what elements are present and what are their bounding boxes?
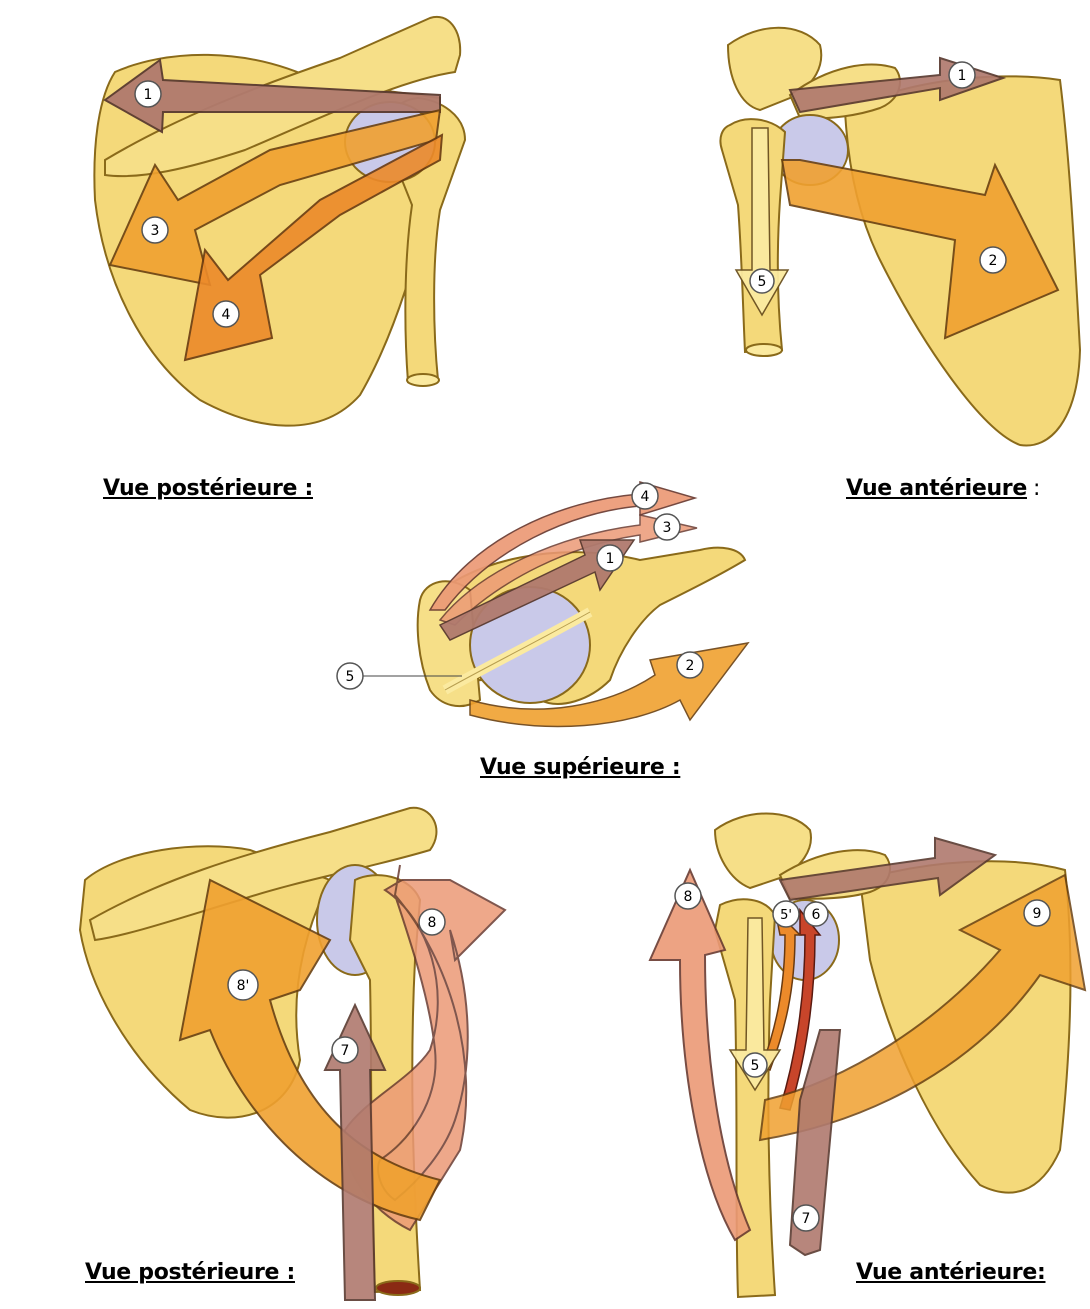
svg-text:6: 6: [812, 907, 821, 923]
marker-8-prime: 8': [228, 970, 258, 1000]
posterior-view-top: 1 3 4: [94, 17, 465, 426]
svg-text:8: 8: [684, 889, 693, 905]
caption-posterior-view-bottom: Vue postérieure :: [85, 1260, 295, 1285]
humeral-shaft-end: [407, 374, 439, 386]
marker-3: 3: [142, 217, 168, 243]
humerus: [715, 899, 775, 1297]
svg-text:2: 2: [686, 658, 695, 674]
marker-1: 1: [949, 62, 975, 88]
caption-anterior-view-bottom: Vue antérieure:: [856, 1260, 1045, 1285]
marker-7: 7: [793, 1205, 819, 1231]
marker-2: 2: [980, 247, 1006, 273]
humeral-shaft-end: [376, 1281, 420, 1295]
svg-text:4: 4: [641, 489, 650, 505]
svg-text:5: 5: [751, 1058, 760, 1074]
marker-2: 2: [677, 652, 703, 678]
marker-5: 5: [337, 663, 363, 689]
svg-text:5: 5: [346, 669, 355, 685]
marker-1: 1: [135, 81, 161, 107]
svg-text:8': 8': [237, 978, 250, 994]
marker-1: 1: [597, 545, 623, 571]
marker-8: 8: [419, 909, 445, 935]
caption-anterior-view-top: Vue antérieure:: [846, 476, 1040, 501]
posterior-view-bottom: 8 8' 7: [80, 808, 505, 1300]
marker-8: 8: [675, 883, 701, 909]
caption-superior-view: Vue supérieure :: [480, 755, 680, 780]
caption-anterior-view-top-label: Vue antérieure: [846, 476, 1027, 501]
svg-text:5: 5: [758, 274, 767, 290]
anterior-view-bottom: 8 5' 6 9 5 7: [650, 814, 1085, 1298]
svg-text:3: 3: [151, 223, 160, 239]
svg-text:3: 3: [663, 520, 672, 536]
marker-9: 9: [1024, 900, 1050, 926]
svg-text:5': 5': [780, 908, 792, 923]
marker-4: 4: [632, 483, 658, 509]
humeral-shaft-end: [746, 344, 782, 356]
marker-6: 6: [804, 902, 828, 926]
marker-3: 3: [654, 514, 680, 540]
svg-text:8: 8: [428, 915, 437, 931]
svg-text:2: 2: [989, 253, 998, 269]
svg-text:7: 7: [341, 1043, 350, 1059]
svg-text:4: 4: [222, 307, 231, 323]
marker-5: 5: [750, 269, 774, 293]
caption-posterior-view-top: Vue postérieure :: [103, 476, 313, 501]
svg-text:7: 7: [802, 1211, 811, 1227]
anterior-view-top: 1 2 5: [720, 28, 1080, 446]
svg-text:1: 1: [606, 551, 615, 567]
marker-5: 5: [743, 1053, 767, 1077]
marker-7: 7: [332, 1037, 358, 1063]
svg-text:1: 1: [958, 68, 967, 84]
svg-text:1: 1: [144, 87, 153, 103]
caption-anterior-view-top-suffix: :: [1033, 476, 1040, 501]
marker-5-prime: 5': [773, 901, 799, 927]
superior-view: 4 3 1 2 5: [337, 482, 748, 726]
marker-4: 4: [213, 301, 239, 327]
svg-text:9: 9: [1033, 906, 1042, 922]
